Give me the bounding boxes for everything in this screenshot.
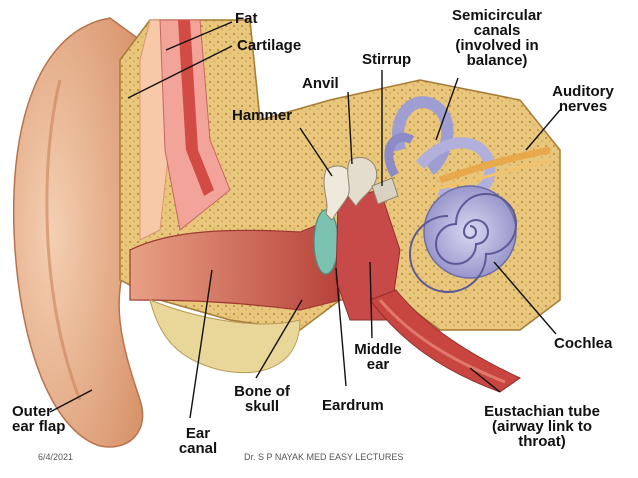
semicircular-canal-3 — [384, 133, 415, 178]
semicircular-line-4: balance) — [466, 52, 528, 69]
outer-ear-flap-line-1: Outer — [12, 403, 53, 420]
leader-bone-of-skull — [255, 299, 303, 379]
auditory-nerve — [438, 146, 551, 184]
outer-ear-fold — [45, 79, 82, 401]
auditory-line-1: Auditory — [552, 83, 614, 100]
ear-canal-shape — [129, 219, 341, 311]
label-semicircular-canals: Semicircular canals (involved in balance… — [432, 8, 562, 68]
eustachian-line-3: throat) — [518, 433, 566, 450]
footer-date: 6/4/2021 — [38, 452, 74, 462]
semicircular-line-3: (involved in — [455, 37, 539, 54]
leader-eustachian — [469, 367, 501, 393]
anvil-bone — [347, 157, 378, 207]
leader-cartilage — [127, 45, 233, 99]
footer-credit: Dr. S P NAYAK MED EASY LECTURES — [244, 452, 404, 462]
eustachian-tube-shape — [369, 289, 521, 393]
eustachian-line-1: Eustachian tube — [484, 403, 600, 420]
leader-ear-canal — [189, 269, 213, 419]
semicircular-line-2: canals — [473, 22, 521, 39]
leader-lines — [49, 21, 561, 419]
semicircular-line-1: Semicircular — [451, 7, 543, 24]
leader-outer-ear-flap — [49, 389, 93, 413]
ear-canal-line-1: Ear — [185, 425, 211, 442]
label-stirrup: Stirrup — [362, 51, 412, 68]
label-hammer: Hammer — [232, 107, 293, 124]
vessel-band — [178, 20, 214, 196]
eustachian-line-2: (airway link to — [491, 418, 593, 435]
outer-ear-shape — [12, 17, 144, 448]
label-middle-ear: Middle ear — [348, 342, 408, 372]
hammer-bone — [323, 165, 354, 221]
leader-cochlea — [493, 261, 557, 335]
label-eardrum: Eardrum — [322, 397, 384, 414]
label-ear-canal: Ear canal — [168, 426, 228, 456]
label-anvil: Anvil — [302, 75, 339, 92]
stirrup-bone — [371, 177, 399, 205]
leader-eardrum — [335, 267, 347, 387]
label-auditory-nerves: Auditory nerves — [540, 84, 626, 114]
bone-of-skull-line-2: skull — [244, 398, 280, 415]
label-bone-of-skull: Bone of skull — [226, 384, 298, 414]
eustachian-tube-inner — [378, 299, 506, 384]
auditory-nerve-strand — [429, 158, 551, 192]
leader-hammer — [299, 127, 333, 177]
leader-middle-ear — [369, 261, 373, 339]
label-cartilage: Cartilage — [237, 37, 302, 54]
bone-of-skull-line-1: Bone of — [234, 383, 290, 400]
label-eustachian-tube: Eustachian tube (airway link to throat) — [452, 404, 632, 449]
leader-auditory — [525, 109, 561, 151]
auditory-line-2: nerves — [558, 98, 608, 115]
label-outer-ear-flap: Outer ear flap — [12, 404, 65, 434]
lower-cavity — [149, 299, 301, 374]
leader-anvil — [347, 91, 353, 165]
eardrum-shape — [313, 209, 339, 275]
label-cochlea: Cochlea — [554, 335, 613, 352]
leader-fat — [165, 21, 233, 51]
cochlea-spiral — [409, 193, 517, 293]
label-fat: Fat — [235, 10, 258, 27]
leader-semicircular — [435, 77, 459, 141]
middle-ear-line-1: Middle — [354, 341, 402, 358]
ear-canal-line-2: canal — [178, 440, 218, 457]
outer-ear-flap-line-2: ear flap — [12, 418, 66, 435]
middle-ear-line-2: ear — [366, 356, 390, 373]
